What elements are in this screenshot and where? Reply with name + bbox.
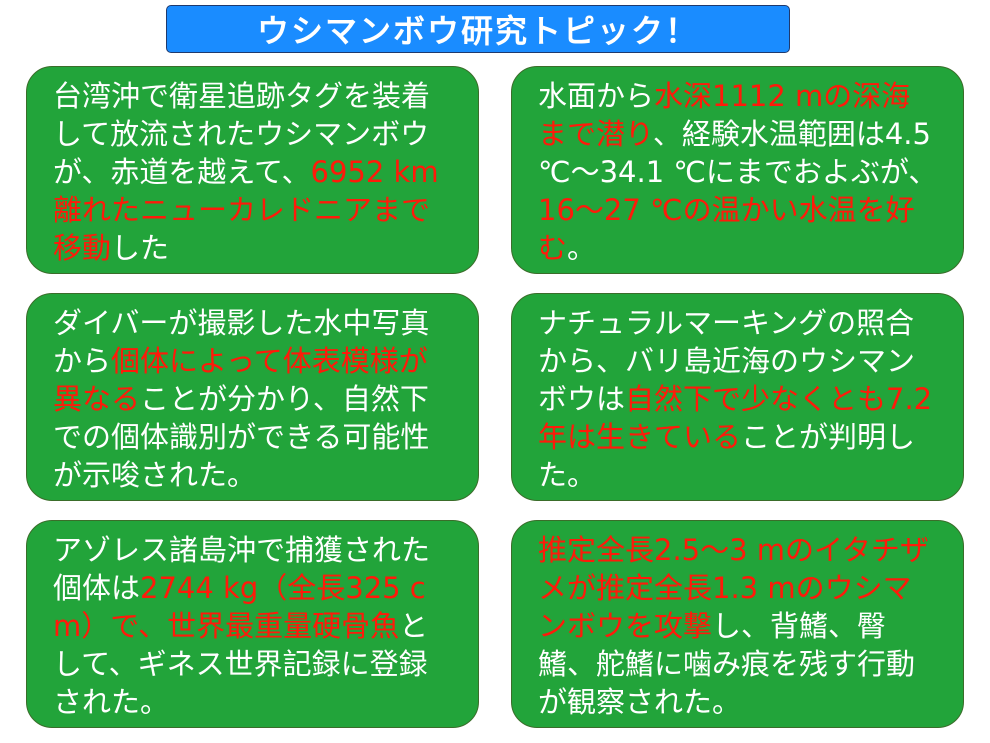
topic-card-5: アゾレス諸島沖で捕獲された個体は2744 kg（全長325 cm）で、世界最重量… [26,520,479,728]
topic-card-text: ナチュラルマーキングの照合から、バリ島近海のウシマンボウは自然下で少なくとも7.… [538,304,939,494]
topic-card-4: ナチュラルマーキングの照合から、バリ島近海のウシマンボウは自然下で少なくとも7.… [511,293,964,501]
text-segment: 台湾沖で衛星追跡タグを装着して放流されたウシマンボウが、赤道を越えて、 [53,79,431,189]
highlight-segment: 個体によって体表模様が異なる [53,344,428,416]
highlight-segment: 6952 km離れたニューカレドニアまで移動 [53,155,439,265]
highlight-segment: 推定全長2.5～3 mのイタチザメが推定全長1.3 mのウシマンボウを攻撃 [538,533,929,643]
topic-card-text: アゾレス諸島沖で捕獲された個体は2744 kg（全長325 cm）で、世界最重量… [53,531,454,721]
topic-card-text: 推定全長2.5～3 mのイタチザメが推定全長1.3 mのウシマンボウを攻撃し、背… [538,531,939,721]
topic-card-1: 台湾沖で衛星追跡タグを装着して放流されたウシマンボウが、赤道を越えて、6952 … [26,66,479,274]
title-banner: ウシマンボウ研究トピック！ [166,5,790,53]
text-segment: ナチュラルマーキングの照合から、バリ島近海のウシマンボウは [538,306,916,416]
topic-card-text: ダイバーが撮影した水中写真から個体によって体表模様が異なることが分かり、自然下で… [53,304,454,494]
text-segment: アゾレス諸島沖で捕獲された個体は [53,533,431,605]
highlight-segment: 水深1112 mの深海まで潜り [538,79,911,151]
text-segment: ダイバーが撮影した水中写真から [53,306,430,378]
text-segment: 水面から [538,79,655,113]
highlight-segment: 16～27 ℃の温かい水温を好む [538,193,915,265]
topic-card-3: ダイバーが撮影した水中写真から個体によって体表模様が異なることが分かり、自然下で… [26,293,479,501]
text-segment: 。 [567,231,597,265]
text-segment: した [111,231,170,265]
text-segment: 、経験水温範囲は4.5 ℃～34.1 ℃にまでおよぶが、 [538,117,938,189]
page-title: ウシマンボウ研究トピック！ [256,12,699,50]
text-segment: ことが判明した。 [538,420,916,492]
highlight-segment: 2744 kg（全長325 cm）で、世界最重量硬骨魚 [53,571,426,643]
topic-card-2: 水面から水深1112 mの深海まで潜り、経験水温範囲は4.5 ℃～34.1 ℃に… [511,66,964,274]
highlight-segment: 自然下で少なくとも7.2年は生きている [538,382,933,454]
topic-card-6: 推定全長2.5～3 mのイタチザメが推定全長1.3 mのウシマンボウを攻撃し、背… [511,520,964,728]
text-segment: ことが分かり、自然下での個体識別ができる可能性が示唆された。 [53,382,430,492]
text-segment: し、背鰭、臀鰭、舵鰭に噛み痕を残す行動が観察された。 [538,609,916,719]
text-segment: として、ギネス世界記録に登録された。 [53,609,429,719]
topic-card-text: 水面から水深1112 mの深海まで潜り、経験水温範囲は4.5 ℃～34.1 ℃に… [538,77,939,267]
topic-card-text: 台湾沖で衛星追跡タグを装着して放流されたウシマンボウが、赤道を越えて、6952 … [53,77,454,267]
